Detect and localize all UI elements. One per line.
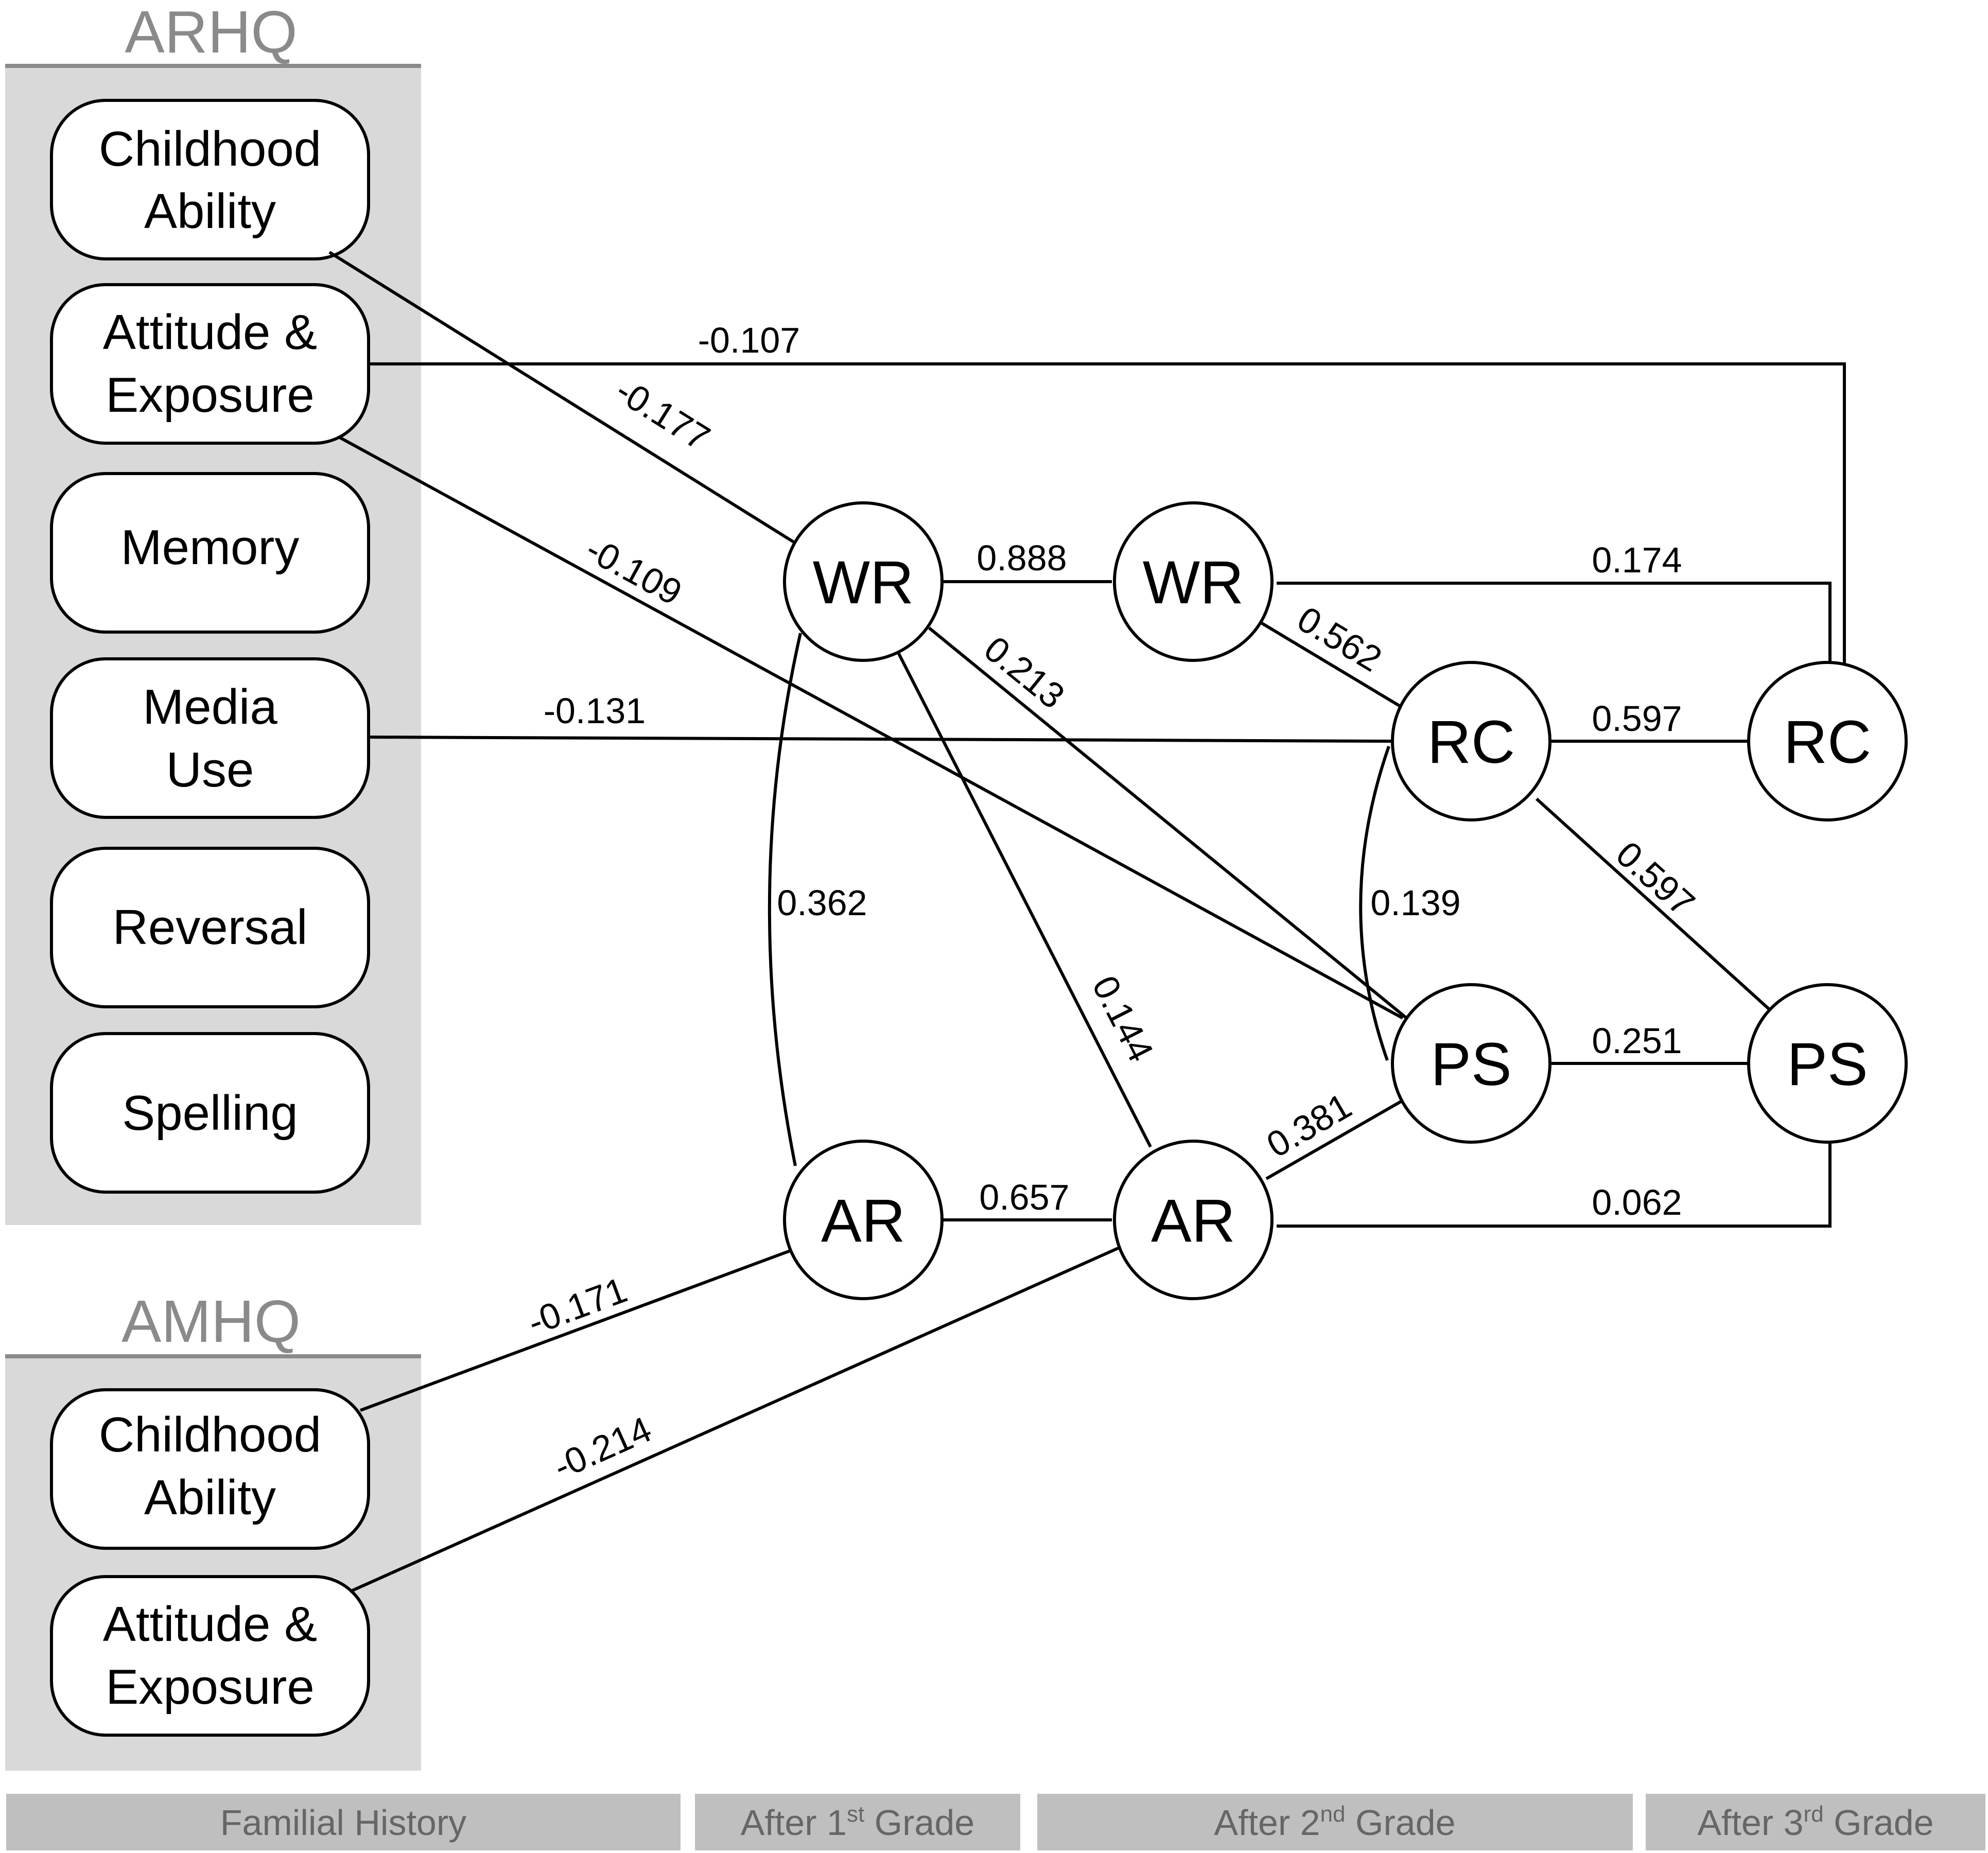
box-label-line: Childhood [99,121,321,177]
path-ar2-to-ps3 [1277,1143,1832,1228]
coef-wr1-ps2: 0.213 [976,628,1072,716]
path-arhq-attitude-to-rc3 [369,362,1846,663]
coef-amhq-childhood-ar1: -0.171 [522,1269,632,1342]
coef-arhq-attitude-ps2: -0.109 [580,529,689,613]
path-amhq-childhood-to-ar1 [359,1249,791,1412]
box-label-line: Childhood [99,1407,321,1462]
node-ar-grade1: AR [783,1140,944,1300]
timeline-label-sup: st [847,1802,864,1827]
coef-arhq-media-rc2: -0.131 [544,691,646,731]
coef-ar2-ps3: 0.062 [1592,1182,1682,1222]
paths [328,251,1846,1593]
box-label-line: Use [166,742,254,797]
node-wr-grade2: WR [1113,501,1274,662]
box-label-line: Exposure [106,368,315,423]
timeline-label-prefix: After 2 [1214,1803,1320,1843]
arhq-attitude-exposure-box: Attitude & Exposure [50,283,370,445]
path-wr1-to-ar2 [897,652,1152,1148]
node-label: AR [1151,1187,1235,1255]
box-label-line: Media [143,679,277,735]
path-ar2-to-ps2 [1265,1099,1404,1180]
timeline-label-suffix: Grade [1824,1803,1934,1843]
box-label-line: Attitude & [103,1597,317,1652]
node-label: RC [1427,708,1515,776]
box-label-line: Reversal [113,900,308,955]
node-label: PS [1787,1030,1868,1098]
timeline-after-1st-grade: After 1st Grade [695,1794,1020,1850]
coef-wr1-wr2: 0.888 [976,538,1067,578]
coef-rc2-rc3: 0.597 [1592,698,1682,739]
coef-wr2-rc3: 0.174 [1592,540,1682,580]
path-rc2-ps2-covariance [1359,746,1390,1061]
path-wr2-to-rc3 [1277,582,1832,663]
node-label: RC [1784,708,1871,776]
arhq-reversal-box: Reversal [50,847,370,1008]
node-label: WR [1143,549,1244,617]
arhq-media-use-box: Media Use [50,657,370,819]
path-arhq-media-to-rc2 [368,736,1393,743]
amhq-attitude-exposure-box: Attitude & Exposure [50,1575,370,1737]
node-wr-grade1: WR [783,501,944,662]
nodes: WR AR WR AR RC PS RC PS [783,501,1908,1300]
box-label-line: Ability [144,184,276,239]
timeline-label: Familial History [220,1803,466,1843]
path-wr1-to-ps2 [928,626,1409,1021]
coef-ps2-ps3: 0.251 [1592,1021,1682,1061]
node-rc-grade3: RC [1747,661,1908,821]
arhq-memory-box: Memory [50,472,370,634]
timeline-label-suffix: Grade [1346,1803,1456,1843]
amhq-childhood-ability-box: Childhood Ability [50,1388,370,1550]
coef-rc2-ps2: 0.139 [1370,883,1460,923]
timeline-label: After 2nd Grade [1214,1802,1455,1843]
coef-arhq-childhood-wr1: -0.177 [609,370,717,458]
coef-arhq-attitude-rc3: -0.107 [698,320,800,360]
box-label-line: Spelling [122,1086,298,1141]
node-ps-grade3: PS [1747,983,1908,1144]
arhq-group: ARHQ Childhood Ability Attitude & Exposu… [5,0,421,1225]
node-ps-grade2: PS [1391,983,1551,1144]
coefficients: -0.177 -0.107 -0.109 -0.131 0.888 0.213 … [522,320,1702,1487]
path-wr2-to-rc2 [1260,621,1404,709]
timeline-label-sup: nd [1320,1802,1346,1827]
coef-wr1-ar1: 0.362 [777,883,867,923]
timeline-label-sup: rd [1804,1802,1824,1827]
node-rc-grade2: RC [1391,661,1551,821]
node-label: AR [821,1187,905,1255]
coef-wr2-rc2: 0.562 [1291,599,1388,679]
box-label-line: Exposure [106,1659,315,1715]
timeline-label-suffix: Grade [864,1803,974,1843]
timeline-label: After 1st Grade [741,1802,974,1843]
node-label: WR [813,549,914,617]
timeline: Familial History After 1st Grade After 2… [6,1794,1985,1850]
arhq-childhood-ability-box: Childhood Ability [50,99,370,260]
coef-ar1-ar2: 0.657 [979,1177,1069,1217]
timeline-label-prefix: After 1 [741,1803,847,1843]
path-arhq-attitude-to-ps2 [339,436,1404,1020]
amhq-title: AMHQ [121,1288,301,1355]
path-arhq-childhood-to-wr1 [328,251,796,545]
arhq-spelling-box: Spelling [50,1032,370,1194]
timeline-familial-history: Familial History [6,1794,681,1850]
box-label-line: Memory [121,520,300,575]
timeline-label: After 3rd Grade [1697,1802,1933,1843]
path-amhq-attitude-to-ar2 [349,1247,1119,1593]
timeline-label-prefix: After 3 [1697,1803,1803,1843]
amhq-group: AMHQ Childhood Ability Attitude & Exposu… [5,1288,421,1771]
path-wr1-ar1-covariance [768,633,802,1166]
node-label: PS [1431,1030,1511,1098]
box-label-line: Attitude & [103,305,317,360]
arhq-title: ARHQ [125,0,297,65]
coef-amhq-attitude-ar2: -0.214 [548,1409,657,1487]
timeline-after-2nd-grade: After 2nd Grade [1037,1794,1633,1850]
coef-wr1-ar2: 0.144 [1085,969,1161,1068]
path-rc2-to-ps3 [1535,797,1775,1015]
node-ar-grade2: AR [1113,1140,1274,1300]
box-label-line: Ability [144,1470,276,1525]
timeline-after-3rd-grade: After 3rd Grade [1646,1794,1985,1850]
